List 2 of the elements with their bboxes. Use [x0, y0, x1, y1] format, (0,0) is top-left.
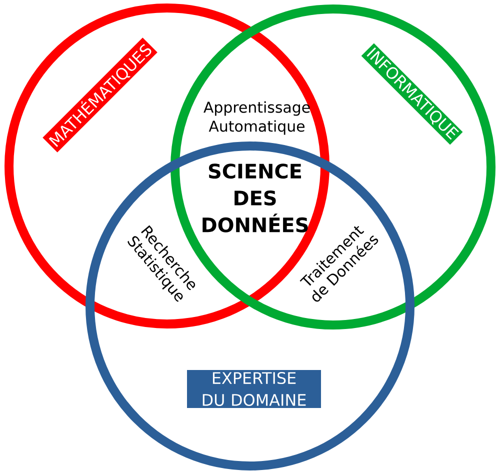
region-label: Apprentissage Automatique [204, 101, 310, 135]
category-label: EXPERTISE DU DOMAINE [187, 370, 321, 408]
